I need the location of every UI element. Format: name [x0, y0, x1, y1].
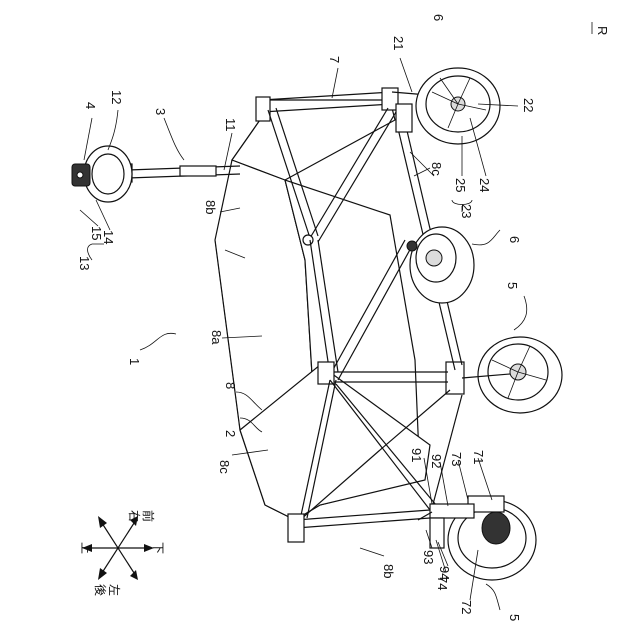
label-21: 21	[391, 36, 406, 50]
label-8: 8	[223, 382, 238, 389]
wheel-front-left-driven	[418, 496, 536, 580]
label-8a: 8a	[209, 330, 224, 345]
label-92: 92	[429, 454, 444, 468]
label-8b-bottom: 8b	[381, 564, 396, 578]
label-direction-mark: R	[595, 26, 610, 35]
label-7: 7	[327, 56, 342, 63]
wheel-front-right	[462, 337, 562, 413]
label-8c-top: 8c	[429, 162, 444, 176]
cart-body	[215, 100, 430, 520]
label-1: 1	[127, 358, 142, 365]
wheel-rear-right	[392, 68, 500, 144]
scissor-pivot-upper	[303, 235, 313, 245]
label-91: 91	[409, 448, 424, 462]
frame-corner-front-left	[288, 514, 304, 542]
axis-left-label: 左	[107, 584, 122, 596]
label-25: 25	[453, 178, 468, 192]
label-72: 72	[459, 600, 474, 614]
label-74: 74	[435, 576, 450, 590]
label-5-mid: 5	[505, 282, 520, 289]
label-23: 23	[459, 204, 474, 218]
label-4: 4	[83, 102, 98, 109]
label-8c-left: 8c	[217, 460, 232, 474]
axis-right-label: 右	[127, 510, 142, 522]
label-22: 22	[521, 98, 536, 112]
label-5-bottom: 5	[507, 614, 522, 621]
label-24: 24	[477, 178, 492, 192]
wheel-mid-right	[407, 227, 474, 303]
frame-corner-mid-right	[446, 362, 464, 394]
label-11: 11	[223, 118, 238, 132]
handle-switch-icon	[77, 172, 83, 178]
label-2: 2	[223, 430, 238, 437]
axis-rear-label: 後	[93, 584, 107, 596]
label-6-mid: 6	[507, 236, 522, 243]
label-73: 73	[449, 452, 464, 466]
handle-telescoping-sleeve	[180, 166, 216, 176]
label-12: 12	[109, 90, 124, 104]
frame-corner-rear-left	[256, 97, 270, 121]
label-14: 14	[101, 230, 116, 244]
motor-unit-71	[482, 512, 510, 544]
label-71: 71	[471, 450, 486, 464]
bracket-92	[430, 504, 474, 518]
label-8b-top: 8b	[203, 200, 218, 214]
frame-corner-mid-left	[318, 362, 334, 384]
handle-assembly	[72, 146, 240, 202]
label-3: 3	[153, 108, 168, 115]
label-6-top: 6	[431, 14, 446, 21]
axis-front-label: 前	[141, 510, 156, 522]
axis-down-label: 下	[151, 542, 165, 554]
axis-up-label: 上	[79, 542, 93, 554]
label-13: 13	[77, 256, 92, 270]
label-93: 93	[421, 550, 436, 564]
